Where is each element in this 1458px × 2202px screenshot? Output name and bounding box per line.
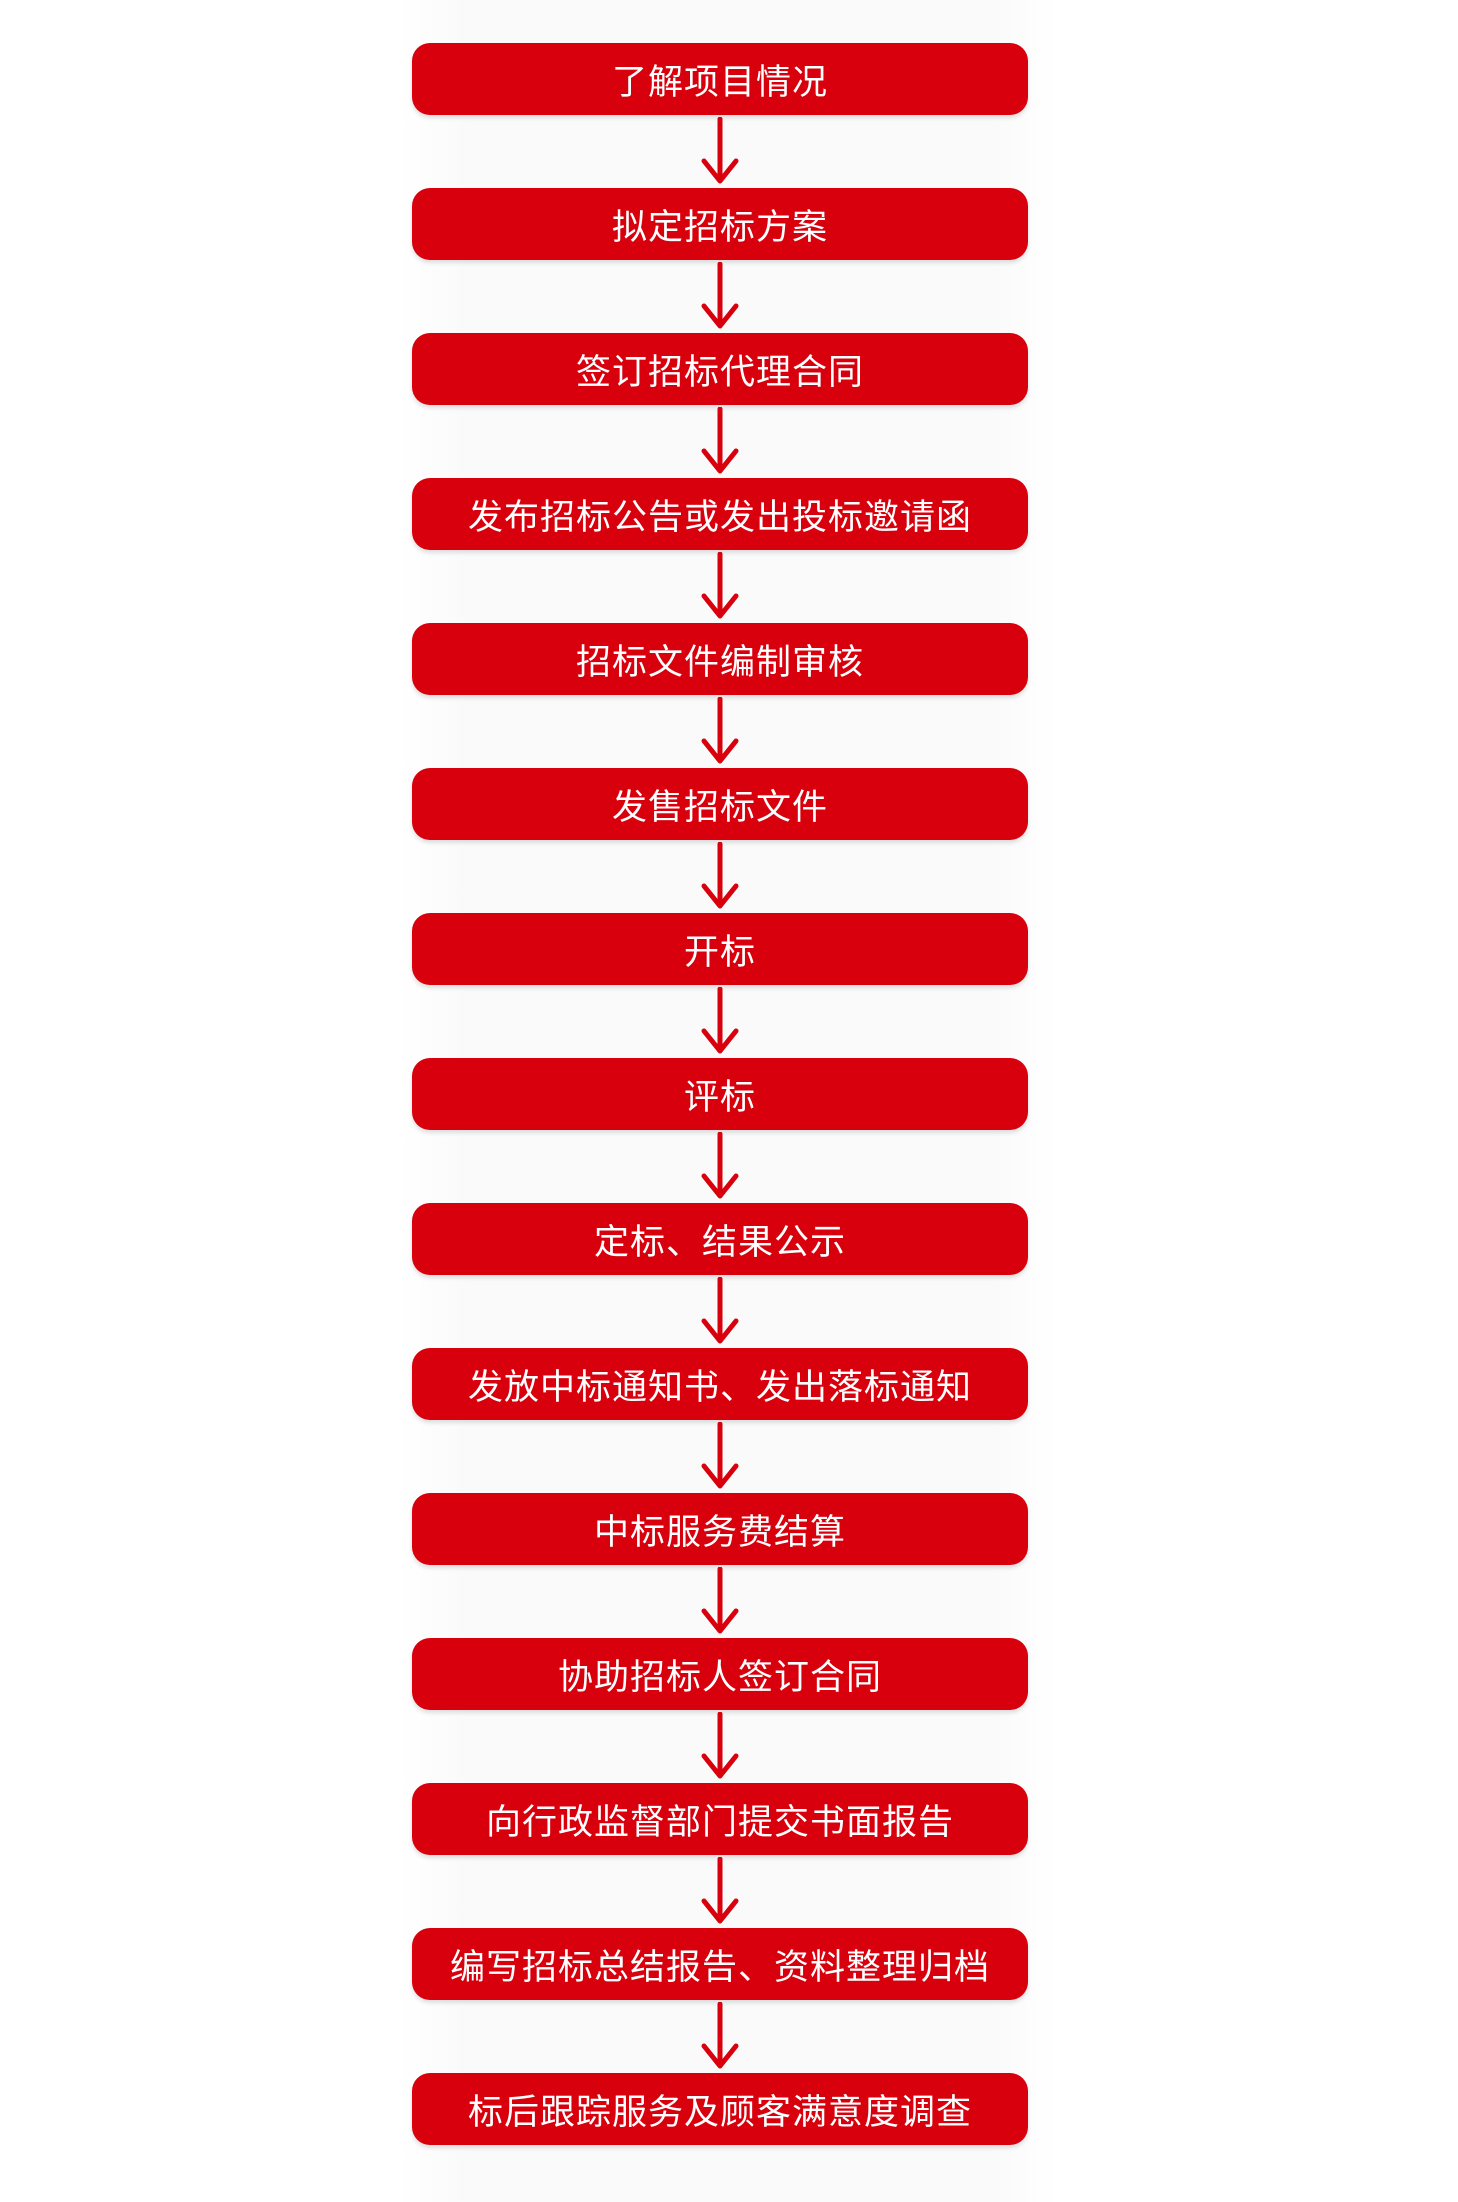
arrow-down-icon (701, 1132, 739, 1199)
arrow-down-icon (701, 1712, 739, 1779)
arrow-down-icon (701, 1422, 739, 1489)
step-label: 定标、结果公示 (593, 1222, 846, 1263)
step-label: 拟定招标方案 (611, 207, 828, 248)
step-box-14: 编写招标总结报告、资料整理归档 (412, 1928, 1028, 2000)
step-box-9: 定标、结果公示 (412, 1203, 1028, 1275)
arrow-down-icon (701, 697, 739, 764)
step-label: 向行政监督部门提交书面报告 (485, 1802, 954, 1843)
arrow-down-icon (701, 2002, 739, 2069)
step-label: 发布招标公告或发出投标邀请函 (467, 497, 972, 538)
arrow-down-icon (701, 407, 739, 474)
step-box-13: 向行政监督部门提交书面报告 (412, 1783, 1028, 1855)
step-box-1: 了解项目情况 (412, 43, 1028, 115)
step-label: 招标文件编制审核 (575, 642, 864, 683)
step-label: 开标 (683, 932, 756, 973)
arrow-down-icon (701, 1277, 739, 1344)
step-box-10: 发放中标通知书、发出落标通知 (412, 1348, 1028, 1420)
step-label: 签订招标代理合同 (575, 352, 864, 393)
step-box-4: 发布招标公告或发出投标邀请函 (412, 478, 1028, 550)
step-box-2: 拟定招标方案 (412, 188, 1028, 260)
step-box-12: 协助招标人签订合同 (412, 1638, 1028, 1710)
arrow-down-icon (701, 552, 739, 619)
step-box-3: 签订招标代理合同 (412, 333, 1028, 405)
arrow-down-icon (701, 842, 739, 909)
step-box-11: 中标服务费结算 (412, 1493, 1028, 1565)
arrow-down-icon (701, 1567, 739, 1634)
arrow-down-icon (701, 1857, 739, 1924)
step-label: 发放中标通知书、发出落标通知 (467, 1367, 972, 1408)
step-label: 协助招标人签订合同 (557, 1657, 882, 1698)
step-label: 编写招标总结报告、资料整理归档 (449, 1947, 990, 1988)
arrow-down-icon (701, 117, 739, 184)
step-label: 评标 (683, 1077, 756, 1118)
step-label: 发售招标文件 (611, 787, 828, 828)
arrow-down-icon (701, 987, 739, 1054)
step-box-15: 标后跟踪服务及顾客满意度调查 (412, 2073, 1028, 2145)
arrow-down-icon (701, 262, 739, 329)
step-label: 标后跟踪服务及顾客满意度调查 (467, 2092, 972, 2133)
step-box-7: 开标 (412, 913, 1028, 985)
step-label: 了解项目情况 (611, 62, 828, 103)
step-box-8: 评标 (412, 1058, 1028, 1130)
step-label: 中标服务费结算 (593, 1512, 846, 1553)
step-box-5: 招标文件编制审核 (412, 623, 1028, 695)
step-box-6: 发售招标文件 (412, 768, 1028, 840)
